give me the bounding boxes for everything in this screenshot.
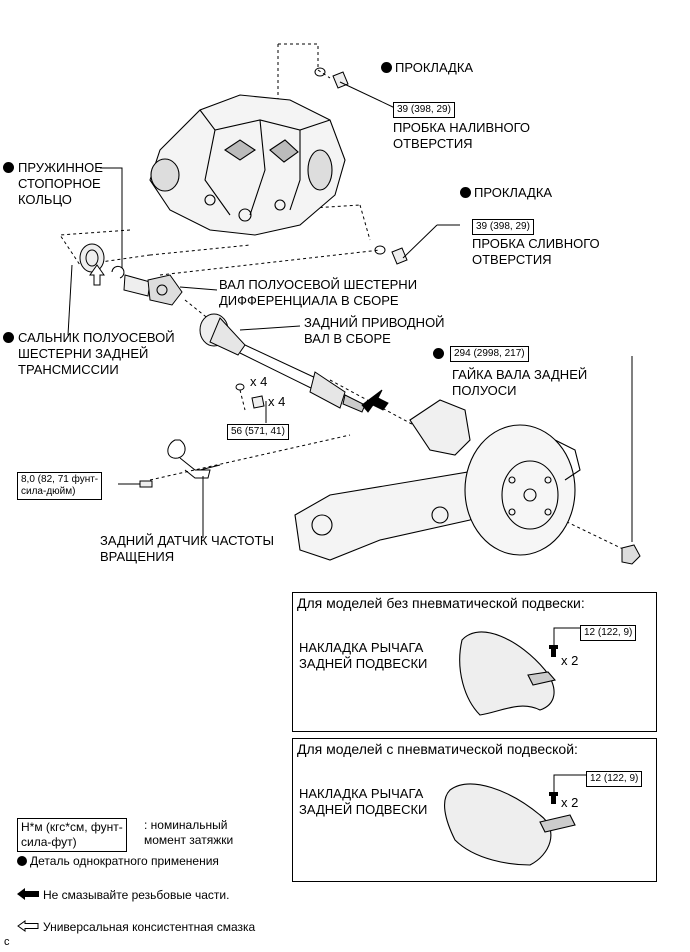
legend-grease: Универсальная консистентная смазка [17, 919, 255, 935]
legend-unit-desc: : номинальный момент затяжки [144, 818, 234, 847]
corner-mark: c [4, 936, 10, 948]
speed-sensor [167, 439, 221, 479]
differential-carrier [149, 94, 346, 236]
axle-nut-torque: 294 (2998, 217) [450, 346, 529, 362]
axle-nut-label: ГАЙКА ВАЛА ЗАДНЕЙ ПОЛУОСИ [452, 367, 588, 398]
filled-arrow-icon [17, 888, 39, 900]
side-gear-shaft-label: ВАЛ ПОЛУОСЕВОЙ ШЕСТЕРНИ ДИФФЕРЕНЦИАЛА В … [219, 277, 418, 308]
fill-plug [332, 71, 349, 89]
variant-box-air-suspension: Для моделей с пневматической подвеской: … [292, 738, 657, 882]
oil-seal-dot [3, 330, 17, 346]
drive-shaft-label: ЗАДНИЙ ПРИВОДНОЙ ВАЛ В СБОРЕ [304, 315, 445, 346]
legend-unit-box: Н*м (кгс*см, фунт- сила-фут) [17, 818, 127, 852]
arm-cover-label: НАКЛАДКА РЫЧАГА ЗАДНЕЙ ПОДВЕСКИ [299, 640, 428, 671]
axle-nut [621, 544, 641, 565]
arm-cover-qty: x 2 [561, 653, 579, 668]
gasket-top [314, 67, 326, 77]
gasket-mid [374, 245, 386, 255]
oil-seal [79, 243, 105, 273]
qty-x4-a: x 4 [250, 374, 268, 389]
arm-cover-torque: 12 (122, 9) [586, 771, 643, 787]
bolts-torque: 56 (571, 41) [227, 424, 289, 440]
variant-box-no-air-suspension: Для моделей без пневматической подвески:… [292, 592, 657, 732]
oil-seal-label: САЛЬНИК ПОЛУОСЕВОЙ ШЕСТЕРНИ ЗАДНЕЙ ТРАНС… [18, 330, 175, 377]
gasket-top-label: ПРОКЛАДКА [381, 60, 473, 76]
arm-cover-torque: 12 (122, 9) [580, 625, 637, 641]
grease-arrow-icon [89, 264, 105, 286]
arm-cover-label: НАКЛАДКА РЫЧАГА ЗАДНЕЙ ПОДВЕСКИ [299, 786, 428, 817]
side-gear-shaft [123, 274, 183, 306]
variant-title: Для моделей с пневматической подвеской: [297, 741, 578, 757]
fill-plug-label: ПРОБКА НАЛИВНОГО ОТВЕРСТИЯ [393, 120, 531, 151]
drain-plug-torque: 39 (398, 29) [472, 219, 534, 235]
suspension-arm [294, 399, 581, 561]
hollow-arrow-icon [17, 920, 39, 932]
one-time-use-dot-icon [3, 332, 14, 343]
one-time-use-dot-icon [3, 162, 14, 173]
snap-ring-label: ПРУЖИННОЕ СТОПОРНОЕ КОЛЬЦО [18, 160, 103, 207]
legend-one-time: Деталь однократного применения [17, 853, 219, 869]
filled-dot-icon [17, 856, 27, 866]
arm-cover-qty: x 2 [561, 795, 579, 810]
one-time-use-dot-icon [433, 348, 444, 359]
no-grease-arrow-icon [361, 389, 389, 413]
one-time-use-dot-icon [460, 187, 471, 198]
drain-plug [391, 247, 408, 265]
legend-no-grease: Не смазывайте резьбовые части. [17, 887, 229, 903]
arm-cover-1 [459, 631, 555, 716]
drain-plug-label: ПРОБКА СЛИВНОГО ОТВЕРСТИЯ [472, 236, 600, 267]
drive-shaft [199, 313, 366, 413]
qty-x4-b: x 4 [268, 394, 286, 409]
axle-nut-dot [433, 346, 447, 362]
one-time-use-dot-icon [381, 62, 392, 73]
snap-ring-dot [3, 160, 17, 176]
snap-ring [111, 265, 125, 279]
fill-plug-torque: 39 (398, 29) [393, 102, 455, 118]
arm-cover-2 [444, 783, 552, 866]
variant-title: Для моделей без пневматической подвески: [297, 595, 585, 611]
sensor-torque: 8,0 (82, 71 фунт- сила-дюйм) [17, 472, 103, 500]
speed-sensor-label: ЗАДНИЙ ДАТЧИК ЧАСТОТЫ ВРАЩЕНИЯ [100, 533, 274, 564]
gasket-mid-label: ПРОКЛАДКА [460, 185, 552, 201]
